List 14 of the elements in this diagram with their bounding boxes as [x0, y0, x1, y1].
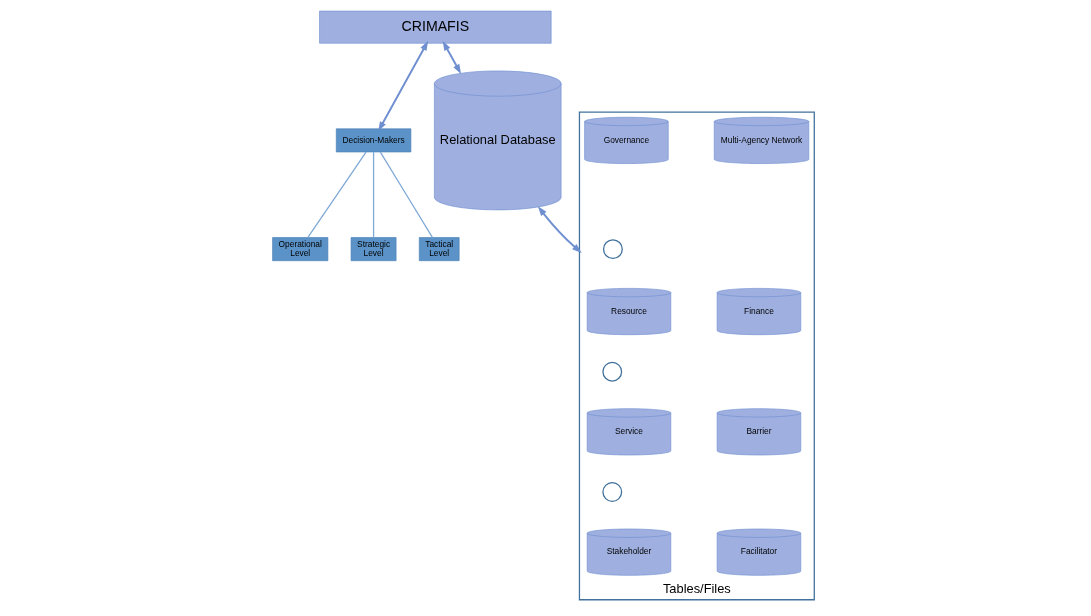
node-box: Tactical Level — [418, 237, 459, 262]
arrow — [442, 40, 461, 74]
arrow — [537, 206, 582, 253]
node-circle — [602, 239, 623, 260]
node-box: CRIMAFIS — [318, 10, 551, 44]
connector — [306, 151, 367, 238]
node-box: Operational Level — [271, 237, 328, 262]
node-circle — [601, 482, 622, 502]
arrow — [377, 40, 428, 132]
connector — [379, 151, 433, 238]
node-circle — [601, 361, 622, 382]
node-box: Decision-Makers — [335, 128, 411, 153]
node-box: Strategic Level — [350, 237, 396, 262]
connector — [372, 151, 374, 238]
